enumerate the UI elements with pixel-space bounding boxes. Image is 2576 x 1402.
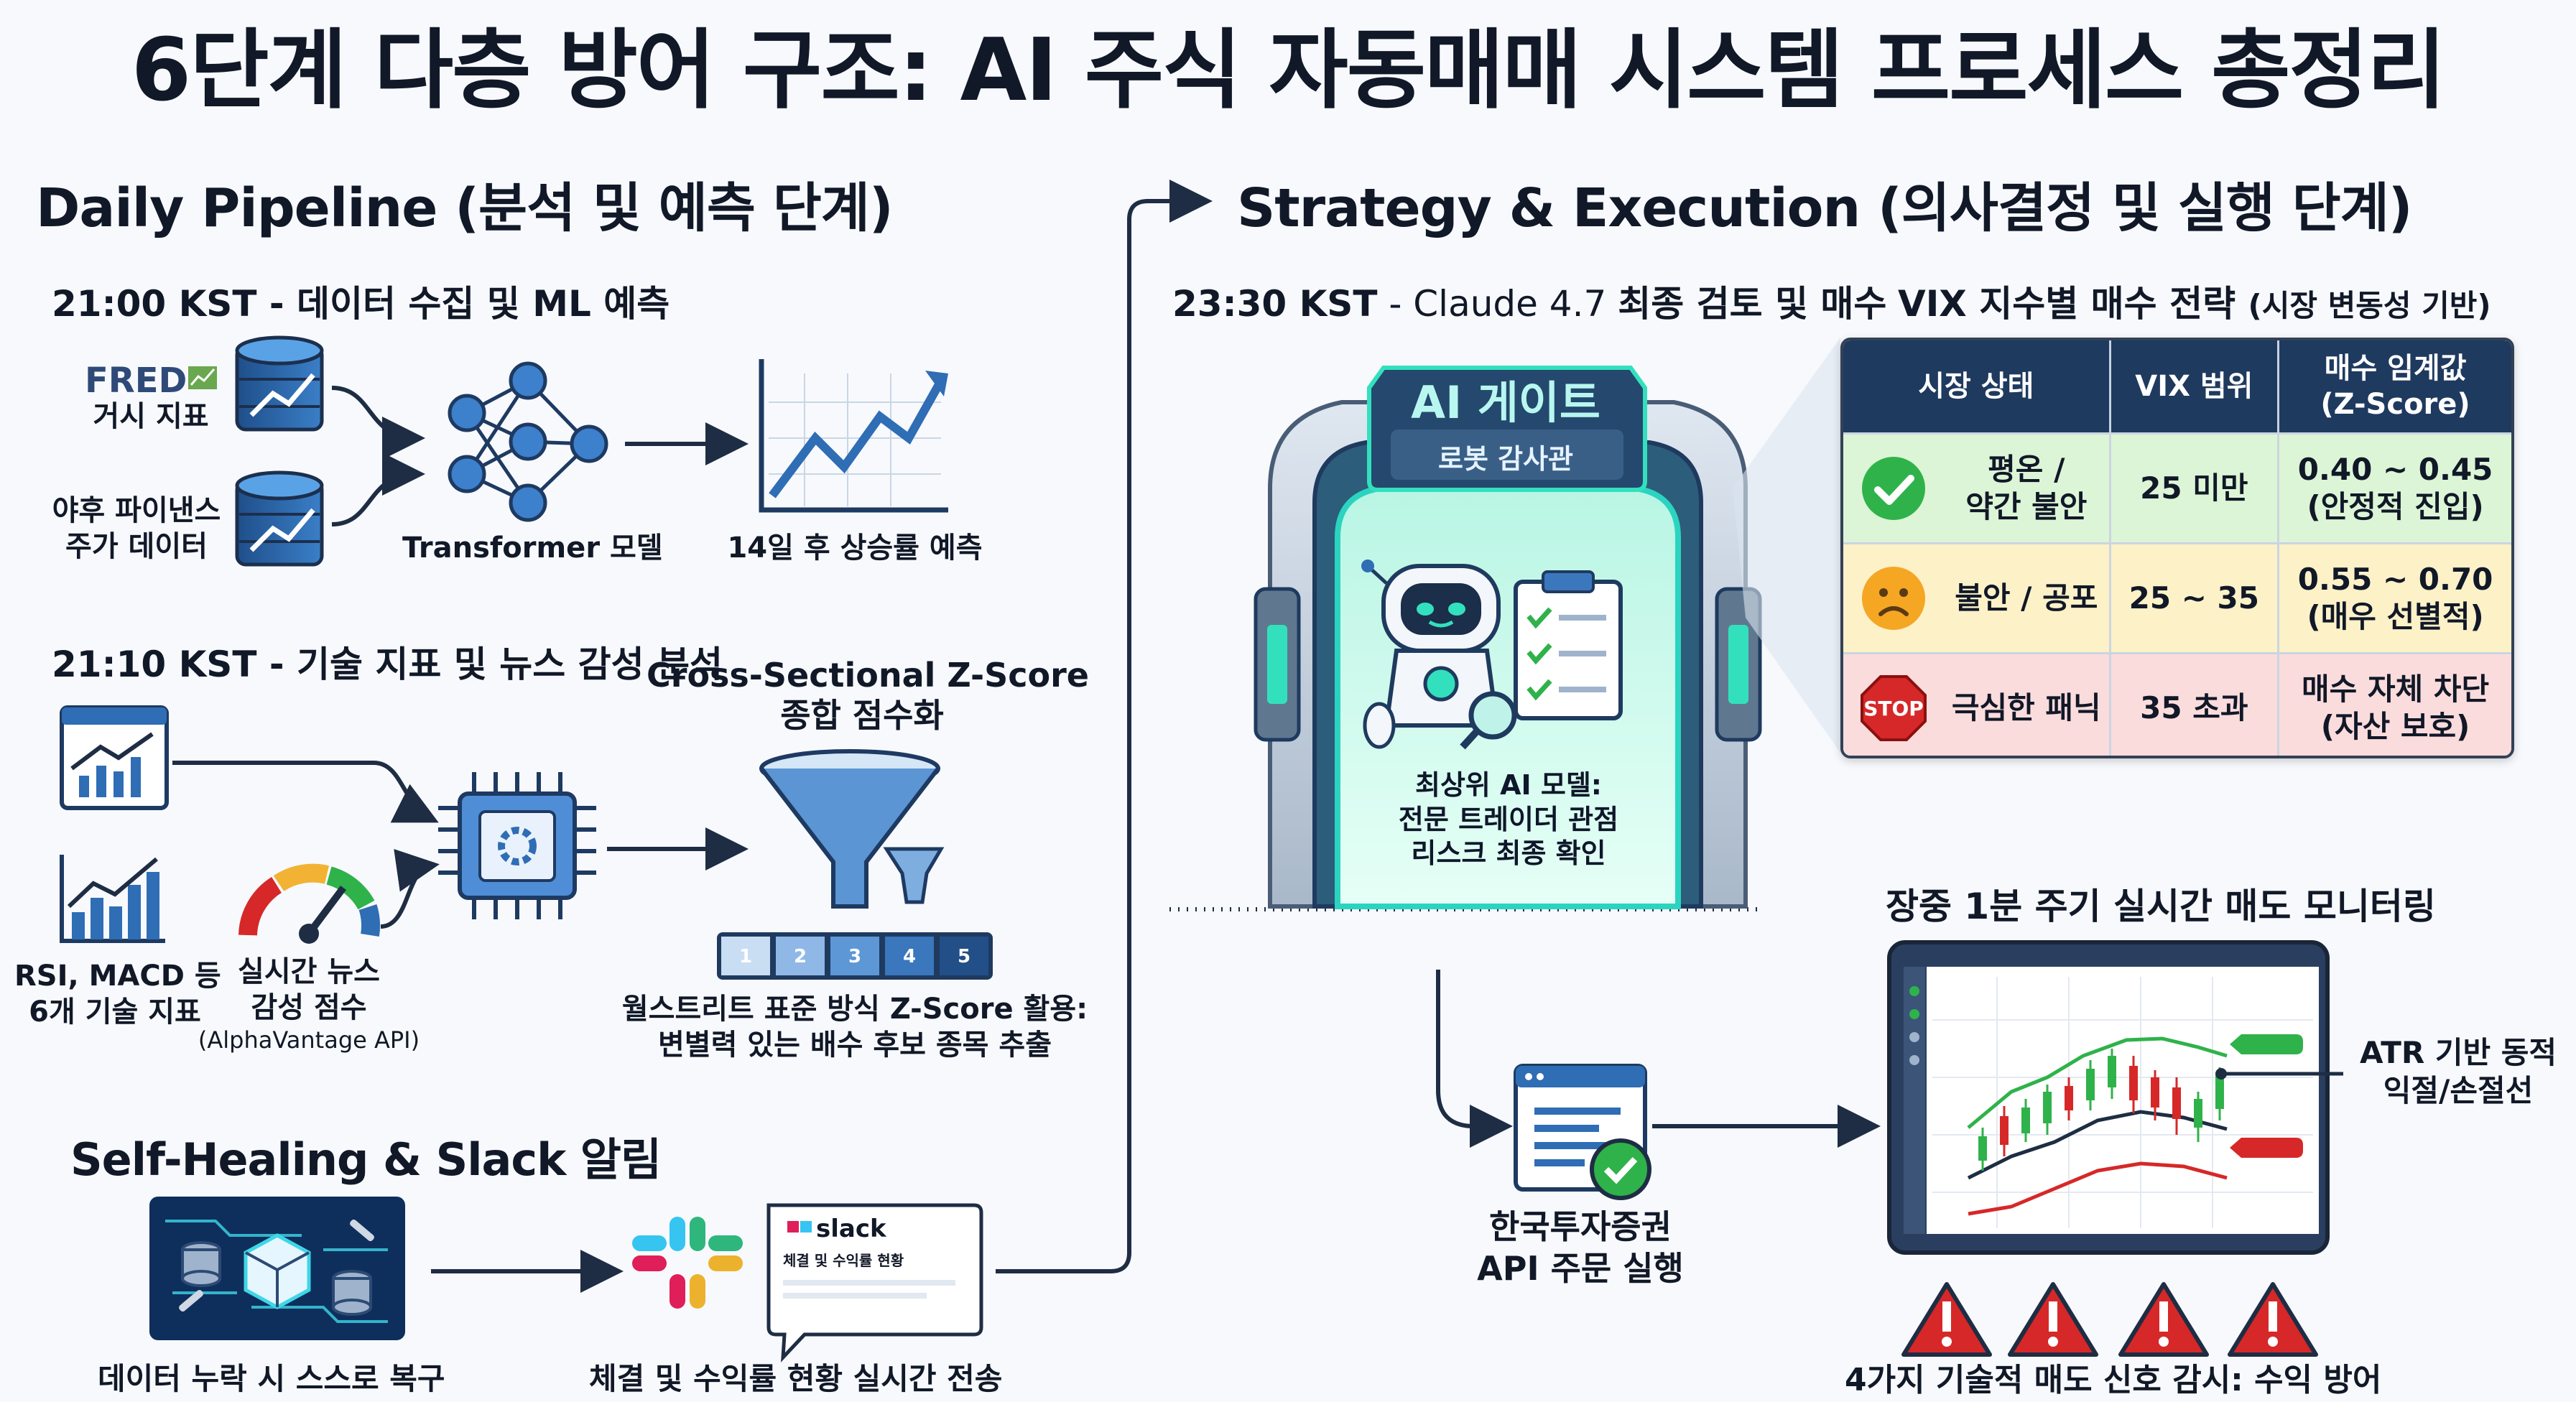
- database-chart-icon-2: [235, 470, 324, 567]
- fred-logo-icon: FRED: [85, 361, 217, 401]
- ranking-bar: 1 2 3 4 5: [717, 932, 993, 980]
- funnel-icon: [759, 749, 945, 909]
- threshold: 0.40 ~ 0.45 (안정적 진입): [2279, 435, 2511, 542]
- warning-triangle-icon: [2118, 1282, 2209, 1357]
- header-threshold: 매수 임계값 (Z-Score): [2320, 352, 2470, 421]
- monitor-title: 장중 1분 주기 실시간 매도 모니터링: [1886, 886, 2436, 927]
- clipboard-checklist-icon: [1514, 570, 1623, 720]
- sentiment-gauge-icon: [238, 863, 381, 944]
- model-label: Transformer 모델: [402, 531, 663, 565]
- rank-label: 1: [739, 946, 752, 967]
- slack-message-bubble: slack 체결 및 수익률 현황: [766, 1203, 983, 1362]
- table-row: 불안 / 공포 25 ~ 35 0.55 ~ 0.70 (매우 선별적): [1843, 542, 2511, 652]
- warning-triangle-icon: [1901, 1282, 1992, 1357]
- processor-chip-icon: [438, 772, 596, 919]
- ai-gate-illustration: [1169, 366, 1762, 911]
- warning-triangle-icon: [2228, 1282, 2318, 1357]
- stop-text: STOP: [1863, 697, 1924, 720]
- neural-network-icon: [448, 361, 608, 522]
- market-state: 불안 / 공포: [1955, 580, 2098, 616]
- strategy-header: Strategy & Execution (의사결정 및 실행 단계): [1237, 177, 2413, 239]
- rank-label: 3: [848, 946, 861, 967]
- bar-chart-icon: [60, 855, 165, 943]
- gate-subtitle: 로봇 감사관: [1437, 443, 1574, 475]
- daily-pipeline-header: Daily Pipeline (분석 및 예측 단계): [36, 177, 894, 239]
- vix-title: VIX 지수별 매수 전략 (시장 변동성 기반): [1898, 283, 2491, 325]
- vix-table-header: 시장 상태 VIX 범위 매수 임계값 (Z-Score): [1843, 340, 2511, 432]
- page-title: 6단계 다층 방어 구조: AI 주식 자동매매 시스템 프로세스 총정리: [131, 21, 2447, 121]
- worried-face-icon: [1862, 567, 1925, 630]
- vix-strategy-table: 시장 상태 VIX 범위 매수 임계값 (Z-Score) 평온 / 약간 불안…: [1840, 338, 2514, 758]
- monitoring-screen: [1887, 940, 2343, 1255]
- table-row: 평온 / 약간 불안 25 미만 0.40 ~ 0.45 (안정적 진입): [1843, 432, 2511, 542]
- header-vix-range: VIX 범위: [2111, 340, 2280, 432]
- market-state: 극심한 패닉: [1951, 690, 2101, 725]
- slack-message-text: 체결 및 수익률 현황: [783, 1252, 904, 1269]
- stop-sign-icon: STOP: [1861, 675, 1927, 741]
- threshold: 매수 자체 차단 (자산 보호): [2279, 654, 2511, 756]
- recover-label: 데이터 누락 시 스스로 복구: [98, 1361, 445, 1396]
- zscore-desc: 월스트리트 표준 방식 Z-Score 활용:변별력 있는 배수 후보 종목 추…: [621, 993, 1088, 1062]
- step1-title: 21:00 KST - 데이터 수집 및 ML 예측: [52, 283, 670, 325]
- claude-step-title: 23:30 KST - Claude 4.7 최종 검토 및 매수: [1172, 283, 1887, 325]
- predict-label: 14일 후 상승률 예측: [727, 531, 983, 565]
- slack-logo-icon: [632, 1217, 743, 1309]
- vix-range: 25 ~ 35: [2111, 544, 2280, 652]
- rank-label: 5: [958, 946, 970, 967]
- rank-label: 2: [794, 946, 807, 967]
- check-icon: [1862, 457, 1925, 520]
- robot-auditor-icon: [1361, 560, 1517, 750]
- browser-chart-icon: [60, 705, 169, 810]
- self-healing-circuit-icon: [149, 1197, 405, 1340]
- warning-triangle-icon: [2008, 1282, 2098, 1357]
- fred-label: 거시 지표: [93, 400, 209, 433]
- selfheal-header: Self-Healing & Slack 알림: [70, 1133, 662, 1186]
- news-label: 실시간 뉴스 감성 점수 (AlphaVantage API): [198, 955, 420, 1054]
- rank-label: 4: [903, 946, 916, 967]
- vix-range: 35 초과: [2111, 654, 2280, 756]
- threshold: 0.55 ~ 0.70 (매우 선별적): [2279, 544, 2511, 652]
- transmit-label: 체결 및 수익률 현황 실시간 전송: [589, 1361, 1003, 1396]
- header-market-state: 시장 상태: [1843, 340, 2111, 432]
- table-row: STOP 극심한 패닉 35 초과 매수 자체 차단 (자산 보호): [1843, 652, 2511, 756]
- database-chart-icon: [235, 335, 324, 432]
- slack-logo-text: slack: [816, 1215, 887, 1243]
- rising-chart-icon: [759, 359, 948, 513]
- market-state: 평온 / 약간 불안: [1965, 451, 2088, 525]
- check-badge-icon: [1590, 1138, 1651, 1200]
- vix-range: 25 미만: [2111, 435, 2280, 542]
- fred-logo-text: FRED: [85, 361, 187, 401]
- warning-icons: [1901, 1282, 2318, 1357]
- step2-title: 21:10 KST - 기술 지표 및 뉴스 감성 분석: [52, 644, 723, 685]
- gate-description: 최상위 AI 모델: 전문 트레이더 관점 리스크 최종 확인: [1398, 769, 1619, 869]
- sell-signals-label: 4가지 기술적 매도 신호 감시: 수익 방어: [1845, 1362, 2382, 1398]
- gate-title: AI 게이트: [1411, 376, 1600, 429]
